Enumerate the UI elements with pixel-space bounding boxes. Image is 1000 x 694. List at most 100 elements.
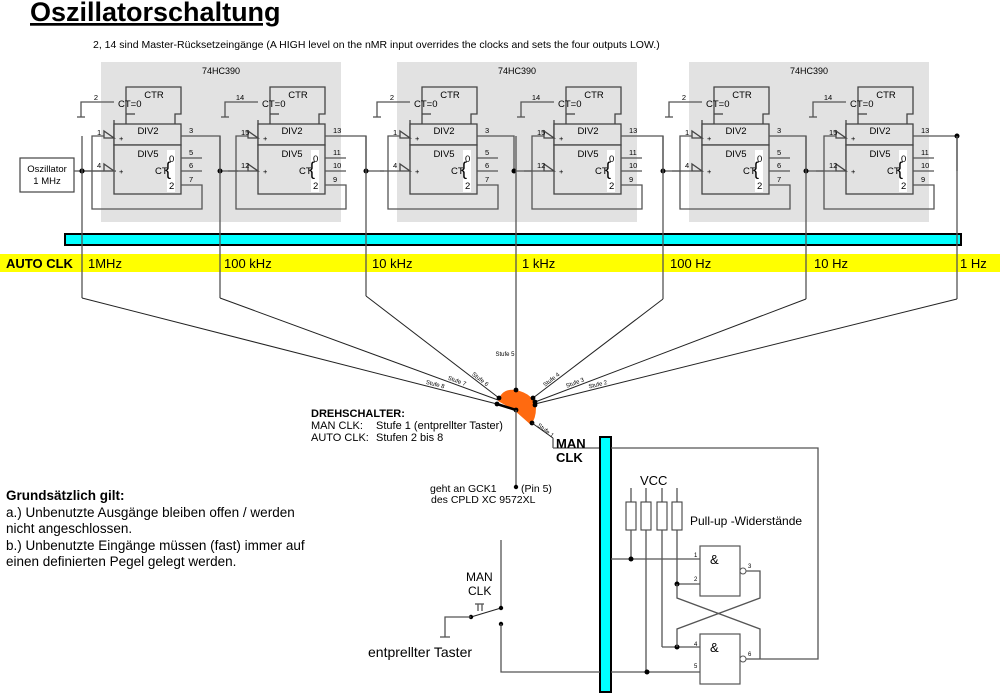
svg-text:6: 6 — [748, 652, 752, 658]
clk-div5-pin-number: 12 — [829, 161, 837, 170]
reset-note: 2, 14 sind Master-Rücksetzeingänge (A HI… — [93, 39, 660, 51]
switch-contact — [530, 395, 536, 401]
svg-text:1: 1 — [694, 553, 698, 559]
tap-line — [365, 295, 500, 399]
clk-div2-pin-number: 1 — [685, 128, 689, 137]
clk-div5-pin-number: 4 — [685, 161, 689, 170]
div2-output-pin-number: 13 — [921, 126, 929, 135]
q0-pin-number: 11 — [921, 148, 929, 157]
clk-div2-pin-number: 15 — [537, 128, 545, 137]
svg-text:3: 3 — [748, 564, 752, 570]
ctr-label: CTR — [584, 90, 604, 101]
gck-target: des CPLD XC 9572XL — [431, 494, 536, 506]
svg-text:2: 2 — [694, 577, 698, 583]
clock-bus-vertical — [599, 436, 612, 693]
clk-div5-pin-number: 12 — [537, 161, 545, 170]
taster-label-1: MAN — [466, 570, 493, 584]
clk-div2-pin-number: 1 — [97, 128, 101, 137]
ctr-label: CTR — [732, 90, 752, 101]
clock-input-plus: + — [119, 134, 124, 143]
reset-pin-number: 2 — [390, 93, 394, 102]
tap-line — [534, 298, 958, 405]
drehschalter-heading: DREHSCHALTER: — [311, 408, 405, 420]
div5-label: DIV5 — [433, 149, 454, 160]
brace: { — [461, 159, 467, 179]
grundsatz-heading: Grundsätzlich gilt: — [6, 488, 125, 503]
clock-input-plus: + — [415, 134, 420, 143]
frequency-label: 1 Hz — [960, 256, 987, 271]
oscillator-frequency: 1 MHz — [33, 176, 61, 187]
gck-pin: (Pin 5) — [521, 483, 552, 495]
clock-input-plus: + — [851, 134, 856, 143]
q0-pin-number: 5 — [777, 148, 781, 157]
ct0-label: CT=0 — [850, 99, 874, 110]
ctr-label: CTR — [876, 90, 896, 101]
q1-pin-number: 6 — [485, 161, 489, 170]
div2-label: DIV2 — [281, 126, 302, 137]
auto-clk-label: AUTO CLK — [6, 256, 74, 271]
clk-div2-pin-number: 15 — [829, 128, 837, 137]
tap-line — [534, 298, 807, 403]
div2-label: DIV2 — [577, 126, 598, 137]
switch-contact — [513, 387, 519, 393]
ct0-label: CT=0 — [414, 99, 438, 110]
chip-label: 74HC390 — [202, 66, 240, 76]
stufe-1-label: Stufe 1 — [536, 423, 555, 440]
q0-pin-number: 11 — [629, 148, 637, 157]
oscillator-label: Oszillator — [27, 164, 67, 175]
clk-div2-pin-number: 1 — [393, 128, 397, 137]
stufe-label: Stufe 5 — [495, 352, 515, 358]
ct-label: CT — [299, 166, 312, 177]
frequency-label: 10 kHz — [372, 256, 412, 271]
clk-div5-pin-number: 4 — [97, 161, 101, 170]
frequency-label: 1 kHz — [522, 256, 555, 271]
grundsatz-line: nicht angeschlossen. — [6, 521, 132, 536]
q1-pin-number: 6 — [777, 161, 781, 170]
q2-pin-number: 9 — [921, 175, 925, 184]
pullup-resistor — [671, 501, 683, 531]
ct0-label: CT=0 — [558, 99, 582, 110]
man-clk-taster[interactable]: MAN CLK entprellter Taster — [368, 448, 600, 673]
frequency-label: 100 kHz — [224, 256, 272, 271]
clock-input-plus: + — [707, 167, 712, 176]
reset-pin-number: 14 — [532, 93, 540, 102]
taster-caption: entprellter Taster — [368, 644, 472, 660]
q1-pin-number: 10 — [921, 161, 929, 170]
switch-contact — [494, 401, 500, 407]
output-0-label: 0 — [313, 154, 318, 165]
brace: { — [165, 159, 171, 179]
clock-input-plus: + — [559, 134, 564, 143]
tap-line — [532, 298, 664, 399]
svg-text:4: 4 — [694, 642, 698, 648]
div2-label: DIV2 — [137, 126, 158, 137]
tap-line — [219, 297, 499, 401]
frequency-label: 10 Hz — [814, 256, 848, 271]
div2-output-pin-number: 3 — [189, 126, 193, 135]
svg-text:5: 5 — [694, 664, 698, 670]
man-clk-bus-label-2: CLK — [556, 450, 583, 465]
stufe-label: Stufe 2 — [588, 380, 609, 391]
vcc-label: VCC — [640, 473, 667, 488]
output-2-label: 2 — [465, 181, 470, 192]
stufe-label: Stufe 4 — [543, 372, 562, 389]
q1-pin-number: 10 — [333, 161, 341, 170]
rotary-switch[interactable] — [494, 387, 538, 426]
div2-label: DIV2 — [869, 126, 890, 137]
output-0-label: 0 — [169, 154, 174, 165]
grundsatz-line: a.) Unbenutzte Ausgänge bleiben offen / … — [6, 505, 295, 520]
switch-contact — [532, 402, 538, 408]
grundsatz-line: einen definierten Pegel gelegt werden. — [6, 554, 236, 569]
output-0-label: 0 — [465, 154, 470, 165]
drehschalter-man-key: MAN CLK: — [311, 420, 363, 432]
pullup-resistor — [625, 501, 637, 531]
clock-input-plus: + — [119, 167, 124, 176]
pullup-resistor — [640, 501, 652, 531]
output-2-label: 2 — [609, 181, 614, 192]
q1-pin-number: 6 — [189, 161, 193, 170]
brace: { — [753, 159, 759, 179]
output-0-label: 0 — [757, 154, 762, 165]
